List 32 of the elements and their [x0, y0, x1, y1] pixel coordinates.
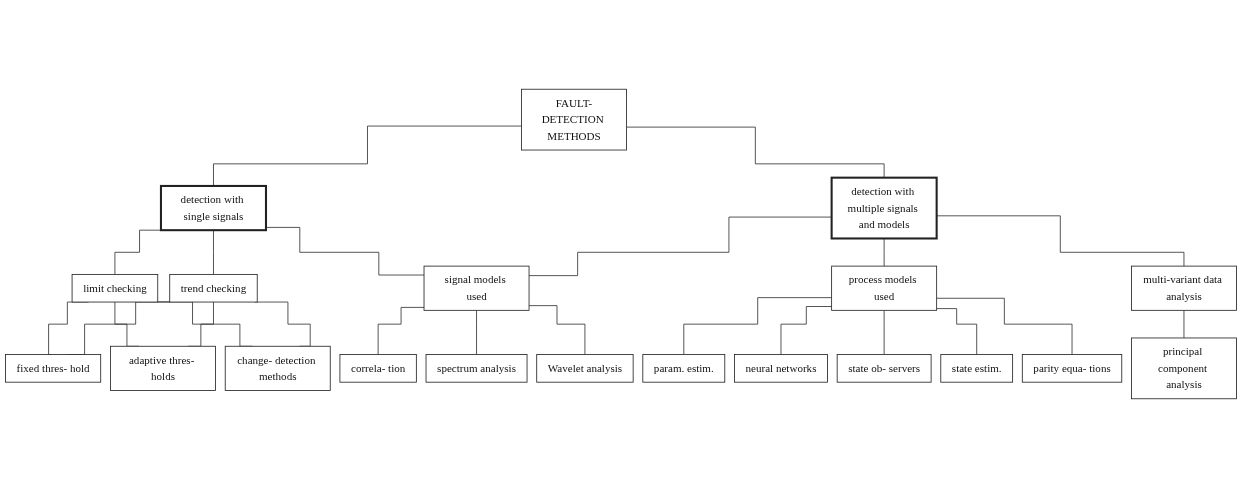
connector [377, 306, 425, 355]
node-box: correla- tion [339, 354, 417, 383]
node-box: param. estim. [642, 354, 726, 383]
connector [476, 309, 477, 355]
node-box: neural networks [734, 354, 828, 383]
connector [780, 306, 833, 355]
node-box: change- detection methods [224, 345, 331, 391]
node-box: FAULT-DETECTION METHODS [521, 88, 627, 151]
connector [936, 215, 1185, 267]
node-box: multi-variant data analysis [1131, 265, 1237, 311]
connector [1183, 309, 1185, 339]
connector [883, 309, 885, 355]
node-box: signal models used [423, 265, 530, 311]
node-box: process models used [831, 265, 938, 311]
connector [683, 297, 833, 355]
node-box: state estim. [940, 354, 1014, 383]
connector [883, 238, 885, 267]
node-box: adaptive thres- holds [110, 345, 216, 391]
connector [936, 297, 1073, 355]
connector [936, 308, 978, 355]
node-box: state ob- servers [836, 354, 932, 383]
node-box: principal component analysis [1131, 337, 1237, 400]
node-box: detection with single signals [159, 184, 268, 232]
connector [528, 305, 586, 355]
node-box: trend checking [169, 274, 258, 303]
node-box: detection with multiple signals and models [830, 176, 938, 240]
node-box: parity equa- tions [1021, 354, 1123, 383]
node-box: fixed thres- hold [5, 354, 102, 383]
node-box: Wavelet analysis [536, 354, 634, 383]
node-box: spectrum analysis [425, 354, 528, 383]
node-box: limit checking [71, 274, 159, 303]
connector [265, 227, 425, 276]
